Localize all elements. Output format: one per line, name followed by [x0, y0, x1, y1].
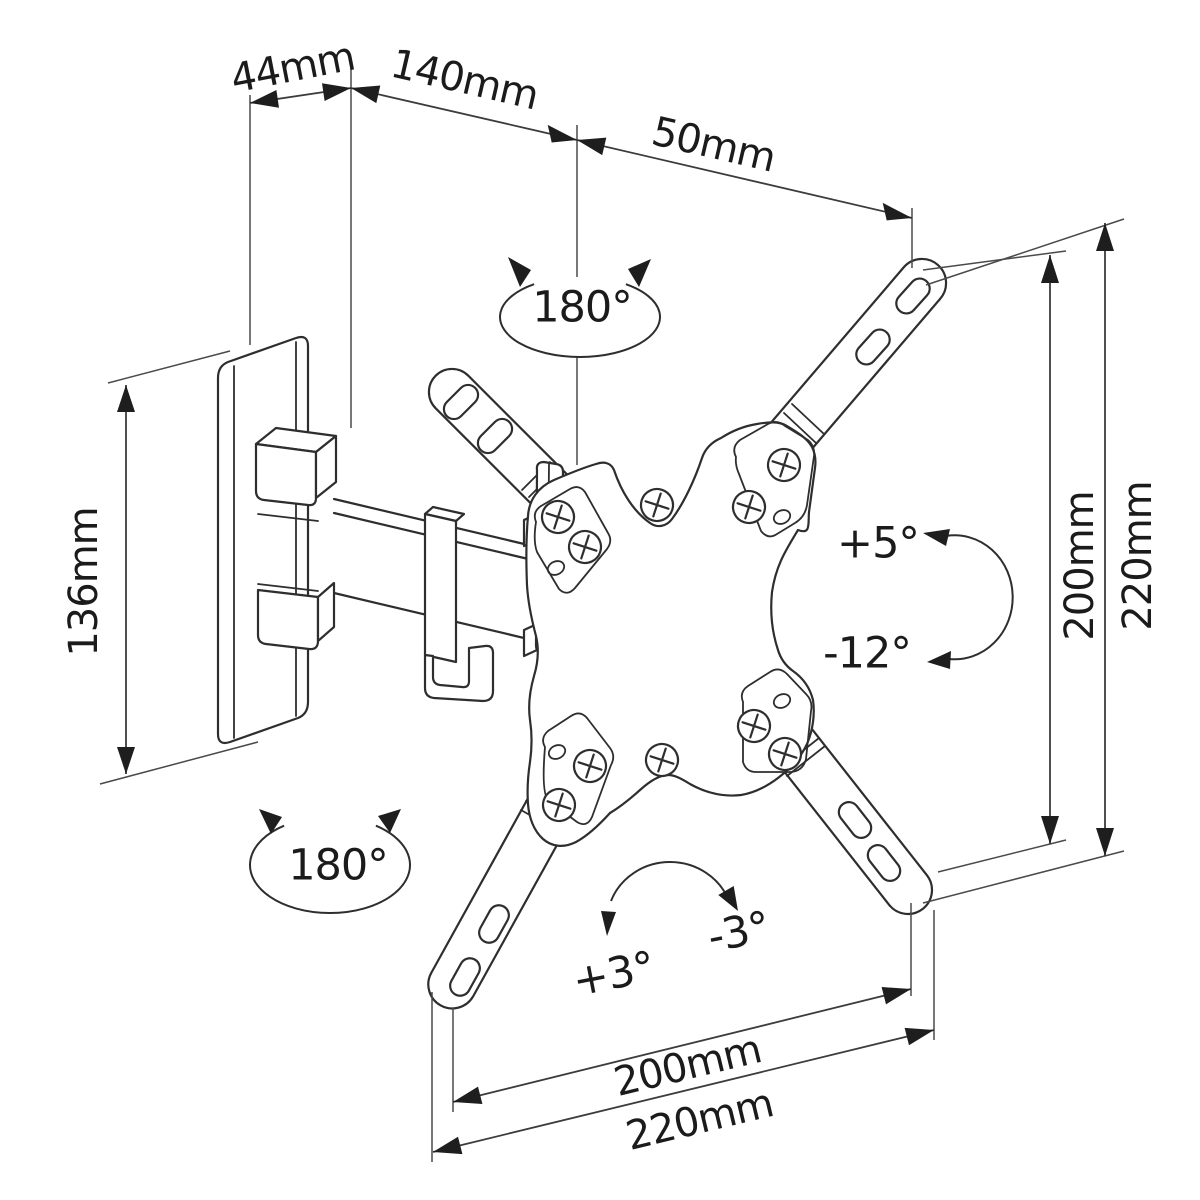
angle-annotations: 180° 180° +5° -12° +3° -3° [249, 257, 1014, 1007]
rotation-angle: +3° -3° [569, 861, 774, 1007]
wall-plate [216, 335, 310, 745]
pad-holes [546, 509, 792, 760]
vesa-plate [525, 421, 817, 847]
vesa-pad-bottom-right [740, 668, 813, 773]
angle-label-minus3: -3° [704, 902, 774, 963]
angle-label-180-bottom: 180° [288, 841, 388, 891]
angle-label-plus3: +3° [569, 942, 659, 1007]
swivel-angle-top: 180° [499, 257, 661, 358]
mount-boss [254, 426, 338, 651]
dim-label-136mm: 136mm [61, 507, 107, 656]
extension-lines [99, 68, 1125, 1162]
mount-line-art [216, 257, 948, 1010]
angle-label-minus12: -12° [823, 629, 911, 679]
dimension-annotations: 44mm 140mm 50mm 136mm 200mm 220mm 200mm … [61, 34, 1161, 1162]
dim-label-140mm: 140mm [387, 41, 543, 119]
dimension-lines [125, 87, 1106, 1153]
dim-label-50mm: 50mm [647, 109, 779, 182]
angle-label-plus5: +5° [837, 519, 919, 569]
arm-clamp-hook [423, 505, 495, 703]
angle-label-180-top: 180° [532, 283, 632, 333]
tilt-angle: +5° -12° [823, 519, 1014, 679]
swivel-angle-bottom: 180° [249, 809, 411, 914]
vesa-pad-top-left [533, 486, 612, 594]
dim-label-200mm-right: 200mm [1057, 491, 1103, 640]
vesa-arm-top-right [755, 257, 948, 473]
dimension-arrowheads [117, 83, 1114, 1155]
dim-label-220mm-right: 220mm [1115, 481, 1161, 630]
